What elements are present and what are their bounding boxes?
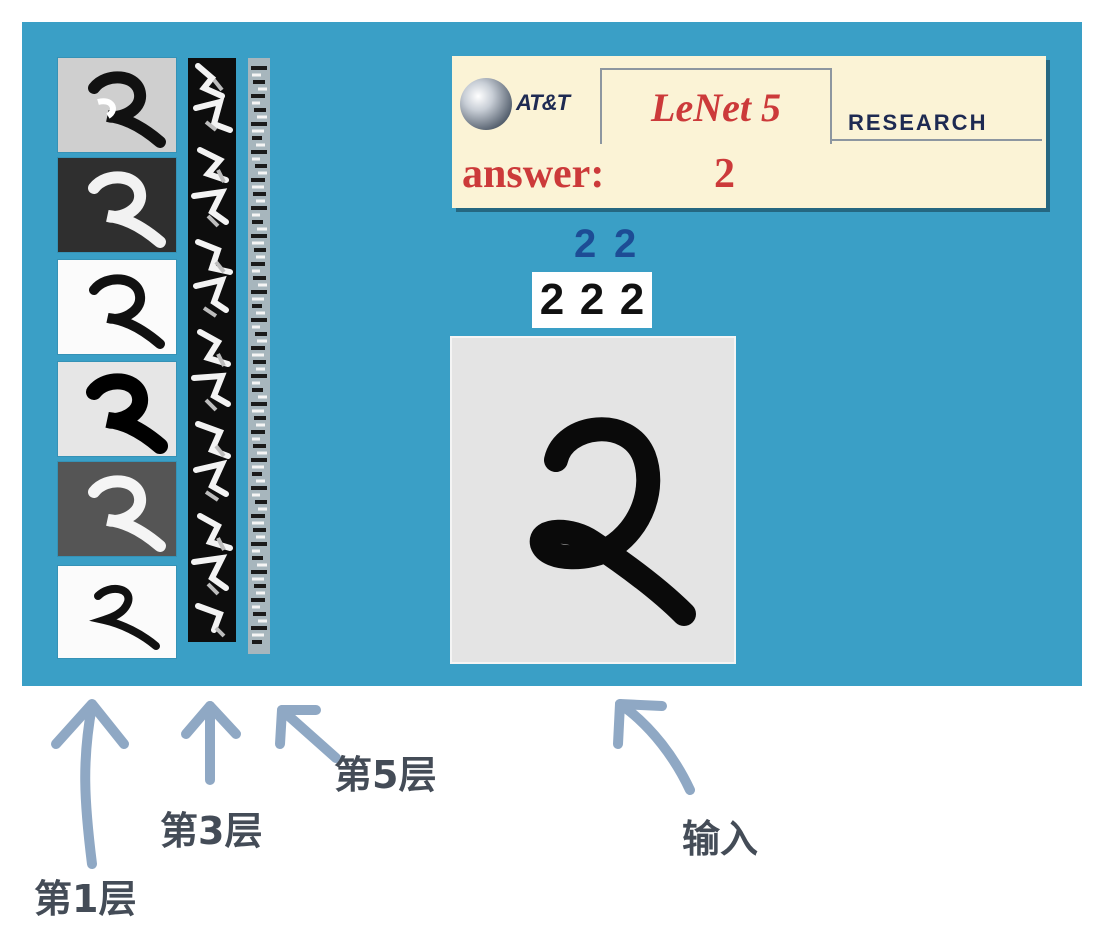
title-tab: LeNet 5 <box>600 68 832 144</box>
layer5-caption: 第5层 <box>334 753 437 797</box>
layer3-feature-maps <box>188 58 236 642</box>
layer1-feature-map <box>58 158 176 252</box>
layer5-arrowhead-icon <box>275 705 321 749</box>
research-label: RESEARCH <box>848 110 988 135</box>
header-divider <box>830 139 1042 141</box>
layer1-arrowhead-icon <box>51 699 129 749</box>
answer-label: answer: <box>462 151 605 197</box>
att-logo-text: AT&T <box>516 90 570 115</box>
lenet-header-banner: AT&T LeNet 5 RESEARCH answer: 2 <box>452 56 1046 208</box>
layer1-feature-map <box>58 566 176 658</box>
layer1-arrow-icon <box>80 701 97 869</box>
output-digit: 2 <box>532 272 572 328</box>
layer1-feature-map <box>58 260 176 354</box>
output-digit: 2 <box>612 272 652 328</box>
output-digit: 2 <box>572 272 612 328</box>
input-caption: 输入 <box>682 817 759 861</box>
lenet-title: LeNet 5 <box>651 85 781 130</box>
layer1-feature-map <box>58 58 176 152</box>
output-digit-top: 2 <box>574 222 597 266</box>
layer3-arrowhead-icon <box>181 701 241 739</box>
output-digit-top: 2 <box>614 222 637 266</box>
input-arrow-icon <box>615 699 695 795</box>
answer-value: 2 <box>714 151 735 197</box>
layer5-feature-maps <box>248 58 270 654</box>
layer5-arrow-icon <box>277 705 341 763</box>
layer3-caption: 第3层 <box>160 809 263 853</box>
layer1-feature-map <box>58 462 176 556</box>
layer1-feature-map <box>58 362 176 456</box>
input-arrowhead-icon <box>613 699 667 749</box>
att-globe-icon <box>460 78 512 130</box>
layer1-caption: 第1层 <box>34 877 137 921</box>
input-image <box>452 338 734 662</box>
